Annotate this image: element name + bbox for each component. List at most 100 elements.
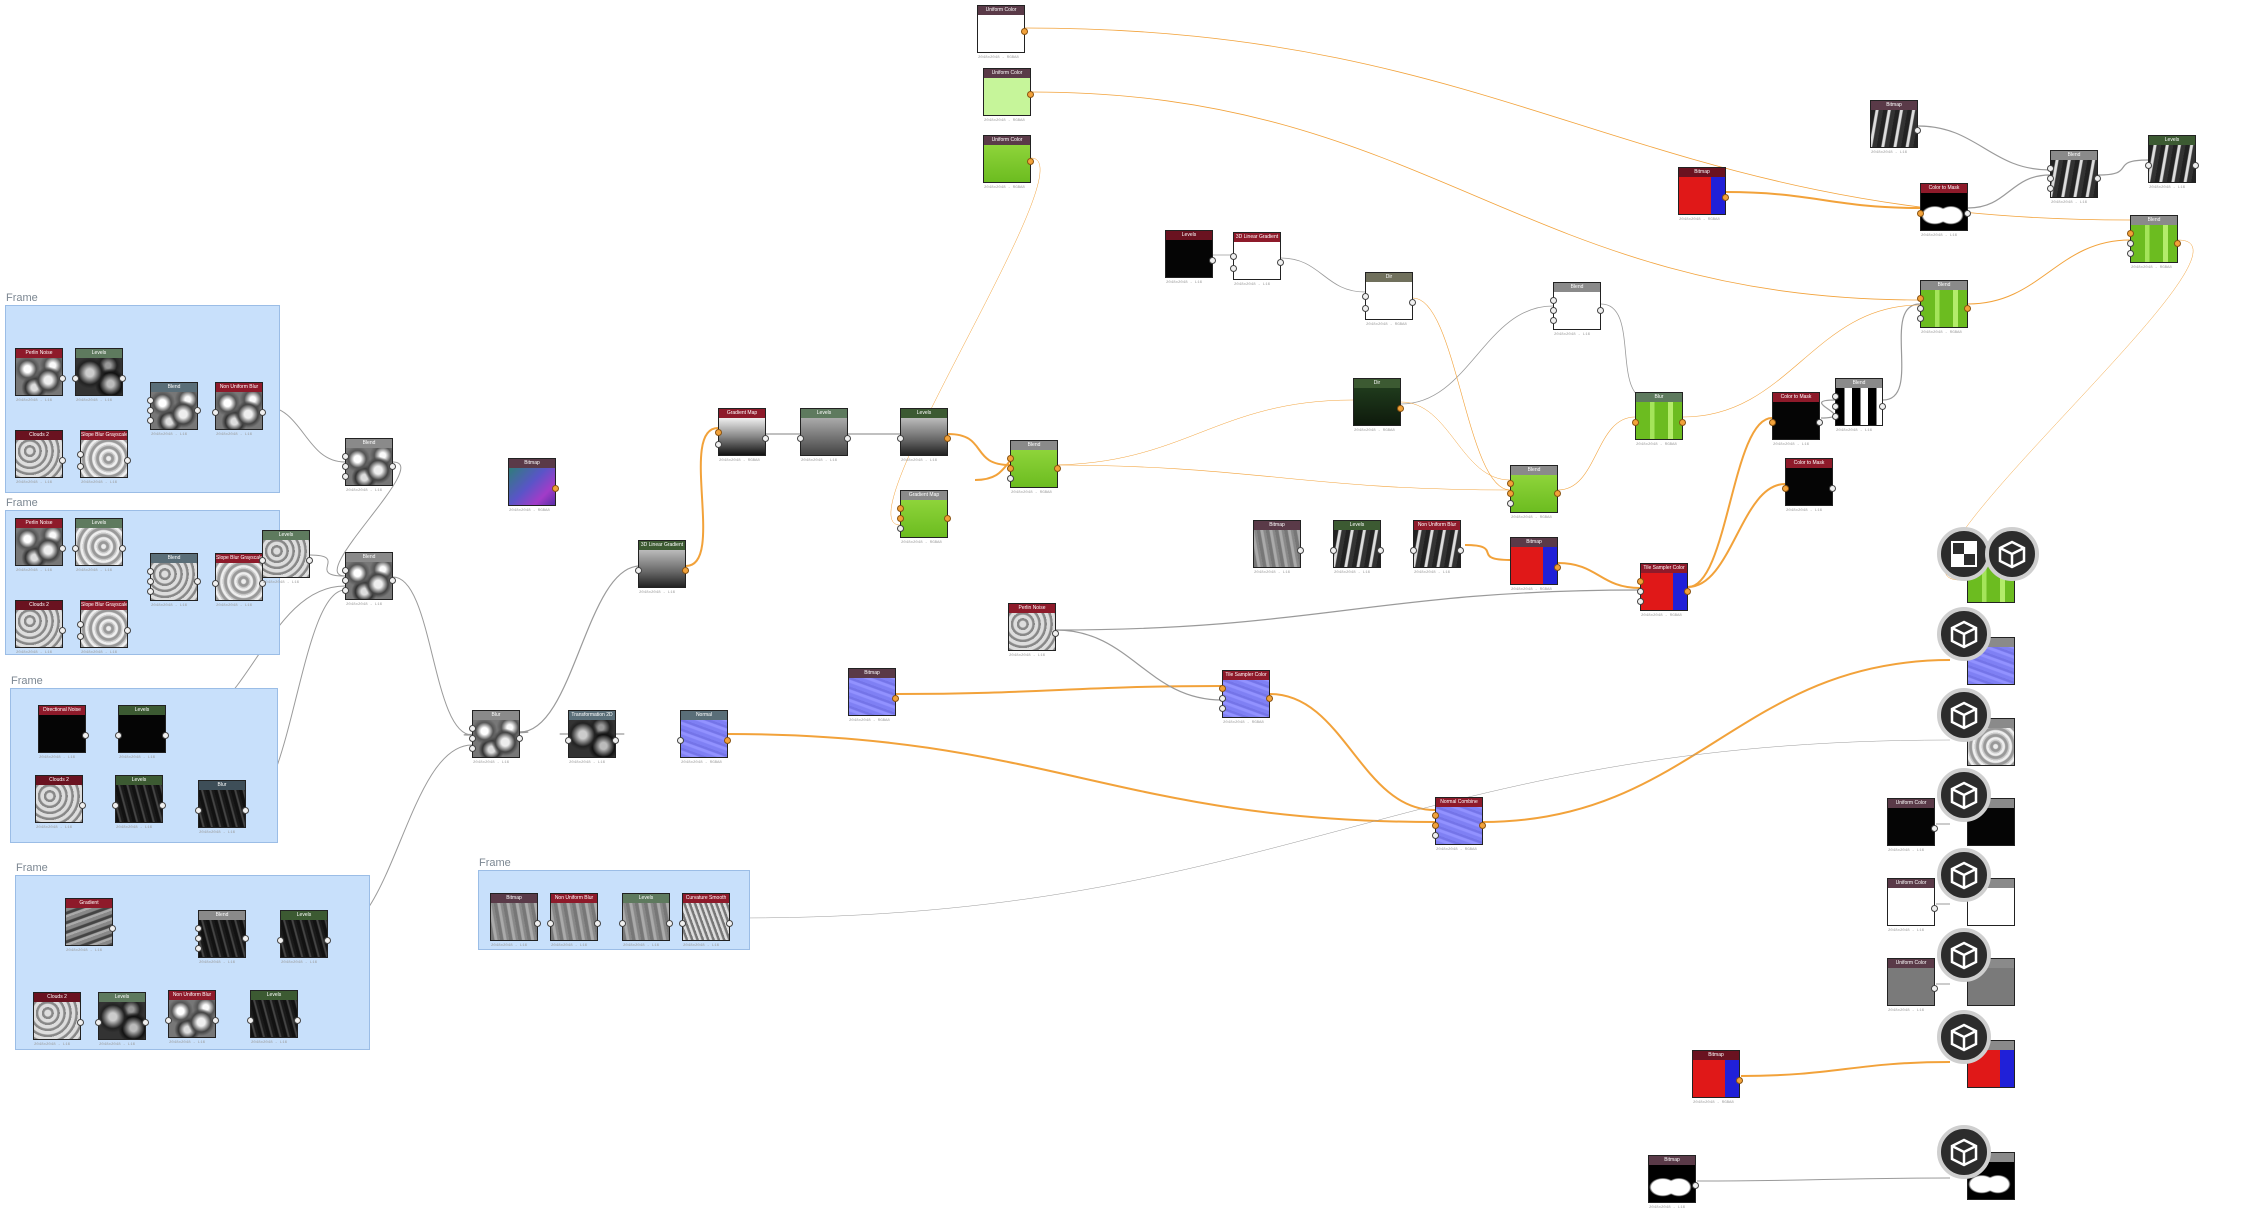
- graph-node[interactable]: [1967, 1152, 2015, 1200]
- wire[interactable]: [685, 427, 719, 567]
- wire[interactable]: [519, 565, 641, 733]
- cube-output-icon[interactable]: [1985, 527, 2039, 581]
- wire[interactable]: [1557, 416, 1636, 491]
- graph-node[interactable]: [1967, 718, 2015, 766]
- wire[interactable]: [1882, 303, 1921, 401]
- wire[interactable]: [1687, 483, 1786, 588]
- wire[interactable]: [1055, 629, 1223, 701]
- wire[interactable]: [1557, 562, 1641, 589]
- wire[interactable]: [1269, 693, 1436, 811]
- cube-output-icon[interactable]: [1937, 1010, 1991, 1064]
- wire[interactable]: [1917, 125, 2051, 171]
- wire[interactable]: [1400, 305, 1554, 405]
- cube-output-icon[interactable]: [1937, 1125, 1991, 1179]
- texture-output-icon[interactable]: [1937, 527, 1991, 581]
- wire[interactable]: [727, 733, 1436, 823]
- wire[interactable]: [1725, 191, 1921, 209]
- wire[interactable]: [739, 739, 1951, 919]
- wire[interactable]: [392, 576, 473, 736]
- wire[interactable]: [1967, 239, 2131, 305]
- wire[interactable]: [1482, 659, 1951, 823]
- wire[interactable]: [1740, 1061, 1951, 1077]
- cube-output-icon[interactable]: [1937, 688, 1991, 742]
- graph-node[interactable]: [1967, 637, 2015, 685]
- wire[interactable]: [1696, 1177, 1951, 1182]
- wire[interactable]: [1944, 239, 2194, 581]
- wire[interactable]: [1464, 544, 1511, 561]
- wire[interactable]: [1400, 401, 1511, 481]
- cube-output-icon[interactable]: [1937, 848, 1991, 902]
- wire[interactable]: [1055, 589, 1641, 631]
- wire[interactable]: [1967, 174, 2051, 209]
- cube-output-icon[interactable]: [1937, 768, 1991, 822]
- cube-output-icon[interactable]: [1937, 928, 1991, 982]
- wire[interactable]: [1687, 417, 1773, 588]
